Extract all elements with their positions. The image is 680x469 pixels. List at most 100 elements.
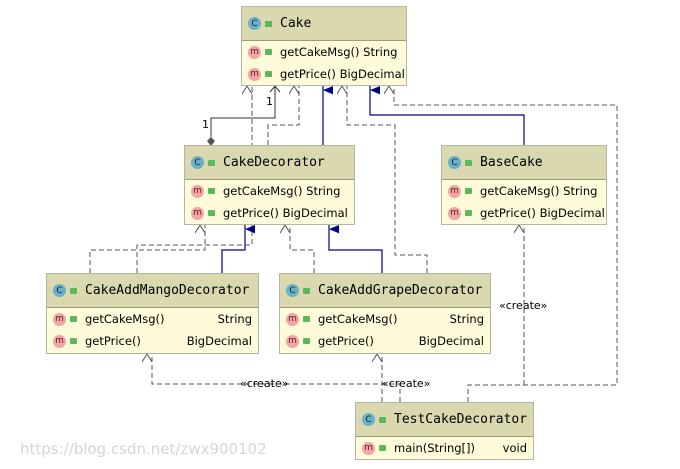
- method-name: getPrice(): [223, 206, 279, 220]
- class-icon: C: [448, 156, 461, 169]
- class-icon: C: [248, 17, 261, 30]
- method-icon: m: [248, 45, 261, 59]
- public-icon: [208, 210, 215, 216]
- method-row: m getPrice() BigDecimal: [185, 202, 354, 224]
- method-icon: m: [191, 206, 204, 220]
- method-name: getPrice(): [280, 67, 336, 81]
- create-label: «create»: [240, 377, 289, 390]
- class-icon: C: [286, 284, 299, 297]
- method-name: main(String[]): [394, 441, 475, 455]
- public-icon: [379, 416, 386, 423]
- class-header: C CakeAddGrapeDecorator: [280, 274, 490, 308]
- test-cake-dependency: [394, 86, 618, 402]
- class-header: C CakeAddMangoDecorator: [47, 274, 258, 308]
- method-name: getCakeMsg(): [318, 312, 398, 326]
- method-row: m getPrice() BigDecimal: [242, 63, 406, 85]
- method-type: void: [502, 441, 527, 455]
- method-row: m getCakeMsg() String: [280, 308, 490, 330]
- public-icon: [208, 159, 215, 166]
- method-icon: m: [53, 334, 66, 348]
- composition-diamond: [207, 137, 215, 146]
- public-icon: [70, 287, 77, 294]
- class-name: CakeDecorator: [223, 155, 325, 170]
- basecake-cake-inheritance: [369, 86, 525, 145]
- method-name: getCakeMsg(): [85, 312, 165, 326]
- class-name: CakeAddGrapeDecorator: [318, 283, 483, 298]
- decorator-cake-dependency: [267, 86, 300, 145]
- public-icon: [465, 159, 472, 166]
- method-type: BigDecimal: [282, 206, 348, 220]
- method-icon: m: [248, 67, 261, 81]
- public-icon: [465, 210, 472, 216]
- public-icon: [303, 287, 310, 294]
- method-type: BigDecimal: [418, 334, 484, 348]
- class-header: C TestCakeDecorator: [356, 403, 533, 437]
- method-type: String: [563, 184, 598, 198]
- create-label: «create»: [499, 299, 548, 312]
- method-name: getPrice(): [318, 334, 374, 348]
- method-row: m getPrice() BigDecimal: [47, 330, 258, 352]
- public-icon: [70, 316, 77, 322]
- runnable-class-icon: C: [362, 413, 375, 426]
- method-name: getPrice(): [480, 206, 536, 220]
- method-type: String: [449, 312, 484, 326]
- public-icon: [265, 20, 272, 27]
- public-icon: [303, 338, 310, 344]
- public-icon: [379, 445, 386, 451]
- multiplicity-label: 1: [202, 118, 209, 131]
- method-name: getCakeMsg(): [280, 45, 360, 59]
- class-name: CakeAddMangoDecorator: [85, 283, 250, 298]
- method-type: BigDecimal: [186, 334, 252, 348]
- test-mango-create: [152, 354, 401, 402]
- public-icon: [208, 188, 215, 194]
- class-name: TestCakeDecorator: [394, 412, 528, 427]
- class-base-cake[interactable]: C BaseCake m getCakeMsg() String m getPrice…: [441, 145, 607, 225]
- mango-decorator-dependency: [89, 225, 206, 273]
- method-name: getPrice(): [85, 334, 141, 348]
- multiplicity-label: 1: [266, 95, 273, 108]
- mango-decorator-inheritance: [221, 225, 255, 273]
- public-icon: [70, 338, 77, 344]
- method-icon: m: [53, 312, 66, 326]
- grape-decorator-dependency: [290, 225, 315, 273]
- grape-cake-dependency: [347, 86, 428, 273]
- method-type: String: [306, 184, 341, 198]
- class-name: BaseCake: [480, 155, 543, 170]
- class-header: C Cake: [242, 7, 406, 41]
- method-name: getCakeMsg(): [223, 184, 303, 198]
- composition-line: [210, 86, 276, 137]
- public-icon: [465, 188, 472, 194]
- grape-decorator-inheritance: [328, 225, 383, 273]
- method-row: m getCakeMsg() String: [442, 180, 606, 202]
- method-icon: m: [286, 334, 299, 348]
- method-icon: m: [448, 184, 461, 198]
- method-icon: m: [362, 441, 375, 455]
- method-row: m getCakeMsg() String: [242, 41, 406, 63]
- method-row: m getCakeMsg() String: [47, 308, 258, 330]
- class-cake[interactable]: C Cake m getCakeMsg() String m getPrice() B…: [241, 6, 407, 86]
- method-row: m getPrice() BigDecimal: [280, 330, 490, 352]
- method-row: m main(String[]) void: [356, 437, 533, 459]
- method-icon: m: [448, 206, 461, 220]
- public-icon: [303, 316, 310, 322]
- method-type: BigDecimal: [339, 67, 405, 81]
- public-icon: [265, 49, 272, 55]
- class-icon: C: [53, 284, 66, 297]
- class-test-cake-decorator[interactable]: C TestCakeDecorator m main(String[]) void: [355, 402, 534, 460]
- method-type: BigDecimal: [539, 206, 605, 220]
- watermark: https://blog.csdn.net/zwx900102: [20, 440, 267, 458]
- create-label: «create»: [382, 377, 431, 390]
- method-icon: m: [286, 312, 299, 326]
- public-icon: [265, 71, 272, 77]
- class-cake-add-mango-decorator[interactable]: C CakeAddMangoDecorator m getCakeMsg() Stri…: [46, 273, 259, 354]
- class-name: Cake: [280, 16, 312, 31]
- method-type: String: [363, 45, 398, 59]
- method-name: getCakeMsg(): [480, 184, 560, 198]
- method-type: String: [217, 312, 252, 326]
- class-cake-add-grape-decorator[interactable]: C CakeAddGrapeDecorator m getCakeMsg() Stri…: [279, 273, 491, 354]
- class-header: C BaseCake: [442, 146, 606, 180]
